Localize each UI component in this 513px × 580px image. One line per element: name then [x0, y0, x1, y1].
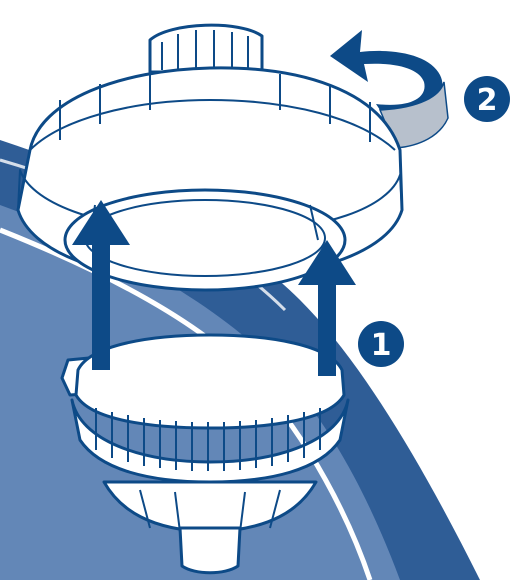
step-1-badge: 1 [358, 321, 404, 367]
step-2-badge: 2 [464, 76, 510, 122]
rotate-arrow-icon [330, 30, 449, 149]
up-arrow-right-icon [298, 240, 356, 376]
step-2-label: 2 [477, 83, 498, 118]
step-1-label: 1 [371, 328, 392, 363]
up-arrow-left-icon [72, 200, 130, 370]
lower-part [60, 333, 350, 575]
